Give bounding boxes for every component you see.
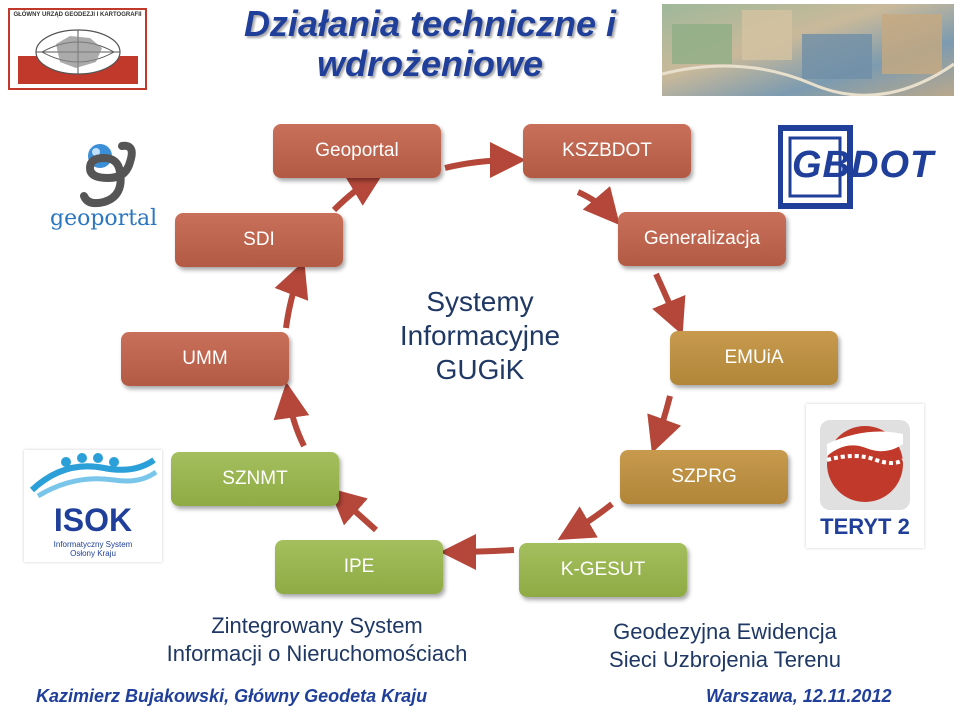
page-title: Działania techniczne i wdrożeniowe <box>243 3 617 84</box>
teryt-logo-text: TERYT 2 <box>820 514 910 539</box>
caption-left-line-1: Zintegrowany System <box>211 613 423 638</box>
gbdot-logo: GBDOT <box>777 124 938 210</box>
center-line-1: Systemy <box>426 286 534 317</box>
geoportal-logo: geoportal <box>44 138 164 234</box>
caption-geodezyjna-ewidencja: Geodezyjna Ewidencja Sieci Uzbrojenia Te… <box>580 618 870 674</box>
isok-logo-text: ISOK <box>53 502 133 538</box>
geoportal-logo-text: geoportal <box>50 206 158 231</box>
isok-logo: ISOK Informatyczny System Osłony Kraju <box>24 450 162 562</box>
arrow-ipe-sznmt <box>329 488 379 533</box>
arrow-emuia-szprg <box>647 395 682 454</box>
gbdot-logo-icon <box>777 125 853 209</box>
isok-logo-subtitle: Informatyczny System Osłony Kraju <box>53 540 133 558</box>
node-emuia: EMUiA <box>670 331 838 385</box>
center-line-2: Informacyjne <box>399 320 561 351</box>
caption-right-line-1: Geodezyjna Ewidencja <box>613 619 837 644</box>
caption-right-line-2: Sieci Uzbrojenia Terenu <box>609 647 841 672</box>
arrow-generalizacja-emuia <box>652 272 686 336</box>
node-umm: UMM <box>121 332 289 386</box>
node-sdi: SDI <box>175 213 343 267</box>
teryt-logo: TERYT 2 <box>806 404 924 548</box>
arrow-sznmt-umm <box>273 382 310 448</box>
satellite-map-image <box>662 4 954 96</box>
node-kszbdot: KSZBDOT <box>523 124 691 178</box>
gugik-logo: GŁÓWNY URZĄD GEODEZJI I KARTOGRAFII <box>8 8 147 90</box>
geoportal-g-icon <box>80 141 136 208</box>
node-sznmt: SZNMT <box>171 452 339 506</box>
node-k-gesut: K-GESUT <box>519 543 687 597</box>
footer-date: Warszawa, 12.11.2012 <box>706 686 892 706</box>
arrow-sdi-geoportal <box>331 171 385 213</box>
isok-logo-icon <box>29 453 158 499</box>
gbdot-logo-text: GBDOT <box>792 144 935 186</box>
node-szprg: SZPRG <box>620 450 788 504</box>
teryt-logo-icon <box>820 420 910 510</box>
caption-zintegrowany-system: Zintegrowany System Informacji o Nieruch… <box>130 612 504 668</box>
arrow-umm-sdi <box>274 260 309 329</box>
caption-left-line-2: Informacji o Nieruchomościach <box>166 641 468 666</box>
gugik-emblem-icon <box>18 29 138 84</box>
arrow-kgesut-ipe <box>440 533 515 570</box>
node-ipe: IPE <box>275 540 443 594</box>
node-generalizacja: Generalizacja <box>618 212 786 266</box>
arrow-kszbdot-generalizacja <box>576 186 620 226</box>
arrow-szprg-kgesut <box>557 501 614 541</box>
center-line-3: GUGiK <box>435 354 525 385</box>
footer-author: Kazimierz Bujakowski, Główny Geodeta Kra… <box>36 686 428 706</box>
arrow-geoportal-kszbdot <box>444 142 526 179</box>
center-label: Systemy Informacyjne GUGiK <box>330 285 630 387</box>
gugik-logo-text: GŁÓWNY URZĄD GEODEZJI I KARTOGRAFII <box>13 12 142 18</box>
node-geoportal: Geoportal <box>273 124 441 178</box>
